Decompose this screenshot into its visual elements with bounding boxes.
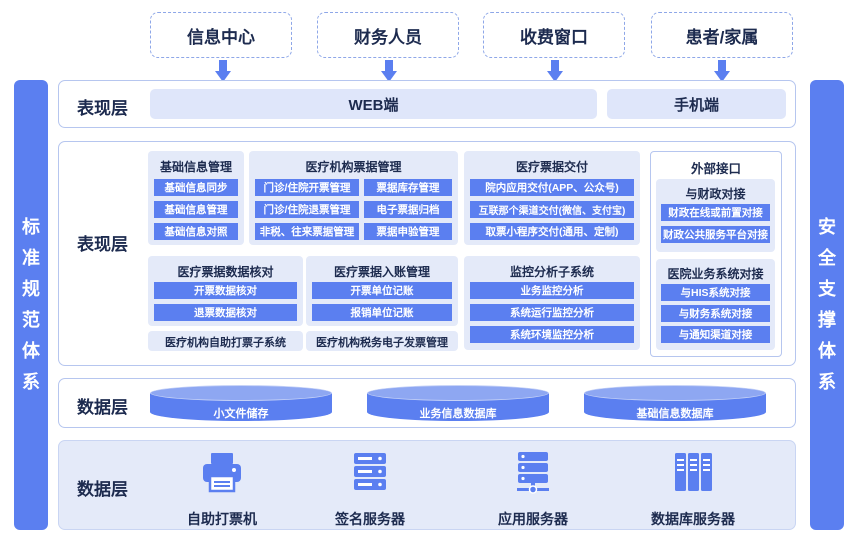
pillar-char: 规 xyxy=(22,279,40,299)
pillar-char: 体 xyxy=(818,341,836,361)
web-client-bar: WEB端 xyxy=(150,89,597,119)
mobile-client-bar: 手机端 xyxy=(607,89,786,119)
hardware-item: 应用服务器 xyxy=(468,450,598,529)
function-chip: 基础信息管理 xyxy=(154,201,238,218)
function-chip: 电子票据归档 xyxy=(364,201,452,218)
pillar-char: 范 xyxy=(22,310,40,330)
function-chip: 票据申验管理 xyxy=(364,223,452,240)
hardware-layer: 数据层 xyxy=(58,440,796,530)
hardware-label: 签名服务器 xyxy=(335,511,405,527)
pillar-char: 安 xyxy=(818,217,836,237)
monitor-analysis-panel: 监控分析子系统 业务监控分析 系统运行监控分析 系统环境监控分析 xyxy=(464,256,640,350)
function-chip: 业务监控分析 xyxy=(470,282,634,299)
panel-title: 监控分析子系统 xyxy=(509,265,594,279)
function-chip: 财政在线或前置对接 xyxy=(661,204,770,221)
panel-title: 医疗机构税务电子发票管理 xyxy=(316,337,448,349)
hardware-item: 数据库服务器 xyxy=(628,450,758,529)
function-chip: 与HIS系统对接 xyxy=(661,284,770,301)
cylinder-label: 小文件储存 xyxy=(213,408,269,420)
function-chip: 退票数据核对 xyxy=(154,304,297,321)
hardware-label: 自助打票机 xyxy=(187,511,257,527)
function-chip: 票据库存管理 xyxy=(364,179,452,196)
layer-title: 表现层 xyxy=(77,99,128,118)
function-chip: 非税、往来票据管理 xyxy=(255,223,359,240)
pillar-char: 支 xyxy=(818,279,836,299)
pillar-char: 准 xyxy=(22,248,40,268)
function-chip: 系统运行监控分析 xyxy=(470,304,634,321)
function-chip: 开票数据核对 xyxy=(154,282,297,299)
function-chip: 系统环境监控分析 xyxy=(470,326,634,343)
panel-title: 医院业务系统对接 xyxy=(667,267,764,281)
external-interface-panel: 外部接口 与财政对接 财政在线或前置对接 财政公共服务平台对接 医院业务系统对接… xyxy=(650,151,782,357)
printer-icon xyxy=(203,453,241,493)
user-cashier-window: 收费窗口 xyxy=(483,12,625,58)
function-chip: 与通知渠道对接 xyxy=(661,326,770,343)
panel-title: 医疗票据交付 xyxy=(515,160,588,174)
hardware-item: 自助打票机 xyxy=(157,450,287,529)
function-chip: 院内应用交付(APP、公众号) xyxy=(470,179,634,196)
hospital-interface-panel: 医院业务系统对接 与HIS系统对接 与财务系统对接 与通知渠道对接 xyxy=(656,259,775,350)
org-invoice-panel: 医疗机构票据管理 门诊/住院开票管理 票据库存管理 门诊/住院退票管理 电子票据… xyxy=(249,151,458,245)
database-cylinder: 基础信息数据库 xyxy=(584,385,766,421)
cylinder-label: 业务信息数据库 xyxy=(419,408,497,420)
function-chip: 取票小程序交付(通用、定制) xyxy=(470,223,634,240)
finance-interface-panel: 与财政对接 财政在线或前置对接 财政公共服务平台对接 xyxy=(656,179,775,252)
layer-title: 数据层 xyxy=(77,480,128,499)
hardware-item: 签名服务器 xyxy=(305,450,435,529)
panel-title: 医疗机构自助打票子系统 xyxy=(165,337,286,349)
user-finance-staff: 财务人员 xyxy=(317,12,459,58)
database-cylinder: 业务信息数据库 xyxy=(367,385,549,421)
user-patient-family: 患者/家属 xyxy=(651,12,793,58)
tax-einvoice-panel: 医疗机构税务电子发票管理 xyxy=(306,331,458,351)
function-chip: 门诊/住院退票管理 xyxy=(255,201,359,218)
database-cylinder: 小文件储存 xyxy=(150,385,332,421)
pillar-char: 全 xyxy=(818,248,836,268)
function-chip: 开票单位记账 xyxy=(312,282,452,299)
arrow-down-icon xyxy=(215,60,231,82)
app-server-icon xyxy=(517,452,549,494)
cylinder-label: 基础信息数据库 xyxy=(636,408,714,420)
layer-title: 数据层 xyxy=(77,398,128,417)
accounting-panel: 医疗票据入账管理 开票单位记账 报销单位记账 xyxy=(306,256,458,326)
server-icon xyxy=(354,453,386,490)
function-chip: 互联那个渠道交付(微信、支付宝) xyxy=(470,201,634,218)
standards-system-pillar: 标 准 规 范 体 系 xyxy=(14,80,48,530)
presentation-layer-top: 表现层 WEB端 手机端 xyxy=(58,80,796,128)
security-support-pillar: 安 全 支 撑 体 系 xyxy=(810,80,844,530)
arrow-down-icon xyxy=(714,60,730,82)
pillar-char: 系 xyxy=(818,372,836,392)
data-verify-panel: 医疗票据数据核对 开票数据核对 退票数据核对 xyxy=(148,256,303,326)
panel-title: 基础信息管理 xyxy=(159,160,232,174)
function-chip: 报销单位记账 xyxy=(312,304,452,321)
function-chip: 与财务系统对接 xyxy=(661,305,770,322)
user-info-center: 信息中心 xyxy=(150,12,292,58)
function-chip: 门诊/住院开票管理 xyxy=(255,179,359,196)
panel-title: 与财政对接 xyxy=(685,187,746,201)
panel-title: 外部接口 xyxy=(690,162,741,176)
self-print-subsystem: 医疗机构自助打票子系统 xyxy=(148,331,303,351)
arrow-down-icon xyxy=(547,60,563,82)
layer-title: 表现层 xyxy=(77,235,128,254)
pillar-char: 标 xyxy=(22,217,40,237)
basic-info-panel: 基础信息管理 基础信息同步 基础信息管理 基础信息对照 xyxy=(148,151,244,245)
invoice-delivery-panel: 医疗票据交付 院内应用交付(APP、公众号) 互联那个渠道交付(微信、支付宝) … xyxy=(464,151,640,245)
database-server-icon xyxy=(675,453,712,491)
hardware-label: 应用服务器 xyxy=(498,511,568,527)
pillar-char: 撑 xyxy=(818,310,836,330)
function-chip: 基础信息对照 xyxy=(154,223,238,240)
arrow-down-icon xyxy=(381,60,397,82)
pillar-char: 系 xyxy=(22,372,40,392)
function-chip: 财政公共服务平台对接 xyxy=(661,226,770,243)
panel-title: 医疗机构票据管理 xyxy=(305,160,402,174)
pillar-char: 体 xyxy=(22,341,40,361)
hardware-label: 数据库服务器 xyxy=(651,511,735,527)
function-chip: 基础信息同步 xyxy=(154,179,238,196)
panel-title: 医疗票据入账管理 xyxy=(333,265,430,279)
panel-title: 医疗票据数据核对 xyxy=(177,265,274,279)
